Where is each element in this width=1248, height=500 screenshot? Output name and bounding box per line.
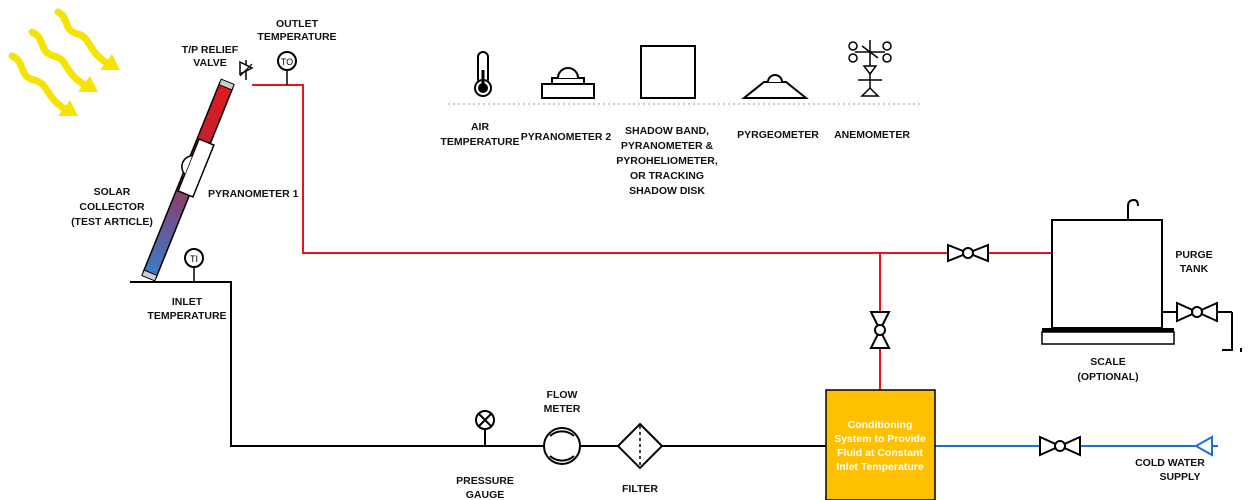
cold-supply-valve-icon (1039, 435, 1081, 457)
outlet-temperature-sensor-icon: TO (277, 51, 297, 71)
shadow-band-label: SHADOW BAND, PYRANOMETER & PYROHELIOMETE… (616, 125, 718, 197)
scale-icon (1041, 328, 1175, 345)
svg-text:Conditioning: Conditioning (848, 419, 913, 431)
anemometer-icon (848, 40, 892, 97)
air-temperature-label: AIR TEMPERATURE (440, 121, 519, 148)
svg-text:METER: METER (544, 403, 581, 415)
purge-drain-valve-icon (1176, 301, 1218, 323)
vertical-valve-icon (869, 311, 891, 349)
sun-rays-icon (8, 8, 116, 116)
svg-text:VALVE: VALVE (193, 57, 226, 69)
filter-icon (616, 422, 664, 470)
inlet-return-line (130, 281, 826, 447)
svg-text:PYROHELIOMETER,: PYROHELIOMETER, (616, 155, 718, 167)
inlet-temperature-label: INLET TEMPERATURE (147, 296, 226, 322)
svg-text:T/P RELIEF: T/P RELIEF (182, 44, 239, 56)
svg-text:TANK: TANK (1180, 263, 1209, 275)
svg-text:TEMPERATURE: TEMPERATURE (440, 136, 519, 148)
svg-text:SOLAR: SOLAR (94, 186, 131, 198)
svg-text:TEMPERATURE: TEMPERATURE (257, 31, 336, 43)
svg-text:PURGE: PURGE (1175, 249, 1212, 261)
shadow-band-icon (640, 45, 696, 99)
pyranometer-1-icon (177, 138, 215, 198)
check-valve-icon (1193, 435, 1213, 457)
svg-text:Inlet Temperature: Inlet Temperature (836, 461, 923, 473)
filter-label: FILTER (622, 483, 658, 495)
flow-meter-icon (543, 427, 581, 465)
pyrgeometer-icon (741, 74, 809, 99)
air-temperature-icon (474, 51, 492, 97)
conditioning-system-box: Conditioning System to Provide Fluid at … (825, 389, 936, 500)
svg-text:GAUGE: GAUGE (466, 489, 505, 500)
tp-relief-valve-label: T/P RELIEF VALVE (182, 44, 239, 69)
svg-text:FLOW: FLOW (547, 389, 578, 401)
svg-text:INLET: INLET (172, 296, 203, 308)
svg-text:Fluid at Constant: Fluid at Constant (837, 447, 923, 459)
outlet-temperature-label: OUTLET TEMPERATURE (257, 18, 336, 43)
svg-text:OUTLET: OUTLET (276, 18, 319, 30)
svg-text:SHADOW DISK: SHADOW DISK (629, 185, 705, 197)
purge-tank-label: PURGE TANK (1175, 249, 1212, 275)
anemometer-label: ANEMOMETER (834, 129, 910, 141)
cold-water-supply-label: COLD WATER SUPPLY (1135, 457, 1205, 483)
tp-relief-valve-icon (239, 60, 254, 80)
pressure-gauge-label: PRESSURE GAUGE (456, 475, 514, 500)
pyranometer-2-label: PYRANOMETER 2 (521, 131, 612, 143)
scale-label: SCALE (OPTIONAL) (1077, 356, 1138, 383)
svg-text:SHADOW BAND,: SHADOW BAND, (625, 125, 709, 137)
inlet-temperature-sensor-icon: TI (184, 248, 204, 268)
svg-text:SCALE: SCALE (1090, 356, 1126, 368)
flow-meter-label: FLOW METER (544, 389, 581, 415)
svg-text:(TEST ARTICLE): (TEST ARTICLE) (71, 216, 153, 228)
svg-text:COLLECTOR: COLLECTOR (79, 201, 145, 213)
svg-text:COLD WATER: COLD WATER (1135, 457, 1205, 469)
pyrgeometer-label: PYRGEOMETER (737, 129, 819, 141)
svg-text:PYRANOMETER &: PYRANOMETER & (621, 140, 714, 152)
svg-text:(OPTIONAL): (OPTIONAL) (1077, 371, 1138, 383)
svg-text:TO: TO (281, 57, 293, 67)
purge-line-valve-icon (947, 243, 989, 263)
svg-text:System to Provide: System to Provide (834, 433, 926, 445)
svg-text:SUPPLY: SUPPLY (1159, 471, 1200, 483)
svg-text:AIR: AIR (471, 121, 490, 133)
svg-text:PRESSURE: PRESSURE (456, 475, 514, 487)
svg-text:TEMPERATURE: TEMPERATURE (147, 310, 226, 322)
pyranometer-2-icon (541, 67, 595, 99)
svg-text:OR TRACKING: OR TRACKING (630, 170, 704, 182)
solar-collector-label: SOLAR COLLECTOR (TEST ARTICLE) (71, 186, 153, 228)
sun-ray-arrowheads (58, 54, 120, 116)
pressure-gauge-icon (475, 410, 495, 430)
svg-text:TI: TI (190, 254, 198, 264)
pyranometer-1-label: PYRANOMETER 1 (208, 188, 299, 200)
